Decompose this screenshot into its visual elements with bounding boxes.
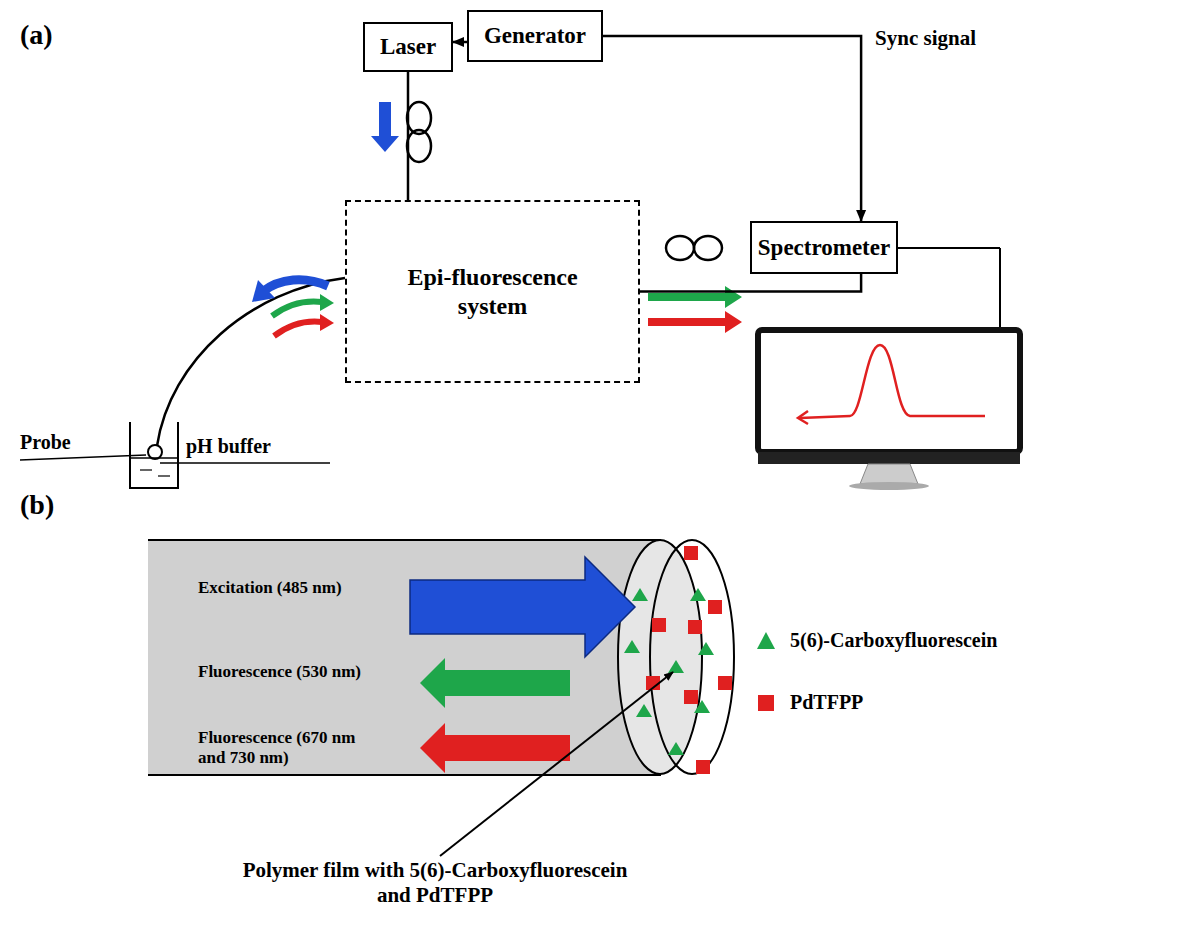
leader-line bbox=[440, 672, 673, 856]
leader-line bbox=[160, 462, 330, 464]
fluorescence-arrow bbox=[272, 302, 322, 316]
monitor-stand bbox=[849, 482, 929, 490]
legend-sample bbox=[754, 629, 778, 653]
fluorescence-arrow bbox=[274, 322, 322, 336]
annotation-label: pH buffer bbox=[186, 434, 271, 458]
block-box: Laser bbox=[363, 22, 453, 72]
block-box: Epi-fluorescence system bbox=[345, 200, 640, 383]
leader-line bbox=[20, 455, 146, 460]
excitation-arrow bbox=[371, 102, 399, 152]
monitor-stand bbox=[860, 464, 918, 484]
excitation-arrow bbox=[410, 557, 635, 657]
block-box: Spectrometer bbox=[750, 221, 898, 274]
monitor bbox=[758, 330, 1020, 452]
fluorescence-arrow bbox=[320, 314, 334, 331]
annotation-label: Excitation (485 nm) bbox=[198, 578, 368, 598]
fluorescence-arrow bbox=[320, 294, 334, 311]
annotation-label: Fluorescence (530 nm) bbox=[198, 662, 368, 682]
box-label: Generator bbox=[484, 22, 586, 50]
polymer-film bbox=[650, 540, 734, 774]
monitor bbox=[758, 452, 1020, 464]
annotation-label: (a) bbox=[20, 18, 53, 52]
wire bbox=[898, 247, 1000, 249]
pdtfpp-marker bbox=[646, 546, 732, 774]
fluorescence-arrow bbox=[648, 311, 742, 333]
buffer-level bbox=[140, 469, 152, 470]
carboxyfluorescein-marker bbox=[624, 588, 714, 755]
fluorescence-arrow bbox=[420, 723, 570, 773]
legend-text: 5(6)-Carboxyfluorescein bbox=[790, 628, 997, 652]
annotation-label: (b) bbox=[20, 488, 54, 522]
block-box: Generator bbox=[467, 10, 603, 62]
signal-label: Sync signal bbox=[875, 26, 976, 51]
annotation-label: Polymer film with 5(6)-Carboxyfluorescei… bbox=[225, 858, 645, 908]
spectrum-curve bbox=[800, 345, 985, 418]
probe-tip bbox=[148, 445, 162, 459]
box-label: Epi-fluorescence system bbox=[393, 263, 593, 321]
spectrum-curve bbox=[798, 411, 808, 424]
optical-fiber bbox=[157, 278, 345, 446]
connector bbox=[453, 41, 467, 44]
legend-text: PdTFPP bbox=[790, 690, 863, 714]
box-label: Spectrometer bbox=[758, 234, 890, 262]
annotation-label: Probe bbox=[20, 430, 71, 454]
excitation-arrow bbox=[262, 280, 328, 292]
legend-sample bbox=[754, 691, 778, 715]
wire bbox=[999, 248, 1001, 330]
fluorescence-arrow bbox=[648, 286, 742, 308]
connector bbox=[407, 72, 410, 200]
buffer-level bbox=[158, 475, 170, 476]
box-label: Laser bbox=[380, 33, 436, 61]
fluorescence-arrow bbox=[420, 658, 570, 708]
fiber-end bbox=[618, 540, 702, 774]
fiber-body bbox=[148, 540, 660, 775]
excitation-arrow bbox=[252, 280, 275, 302]
connector bbox=[603, 36, 861, 221]
annotation-label: Fluorescence (670 nm and 730 nm) bbox=[198, 728, 373, 769]
